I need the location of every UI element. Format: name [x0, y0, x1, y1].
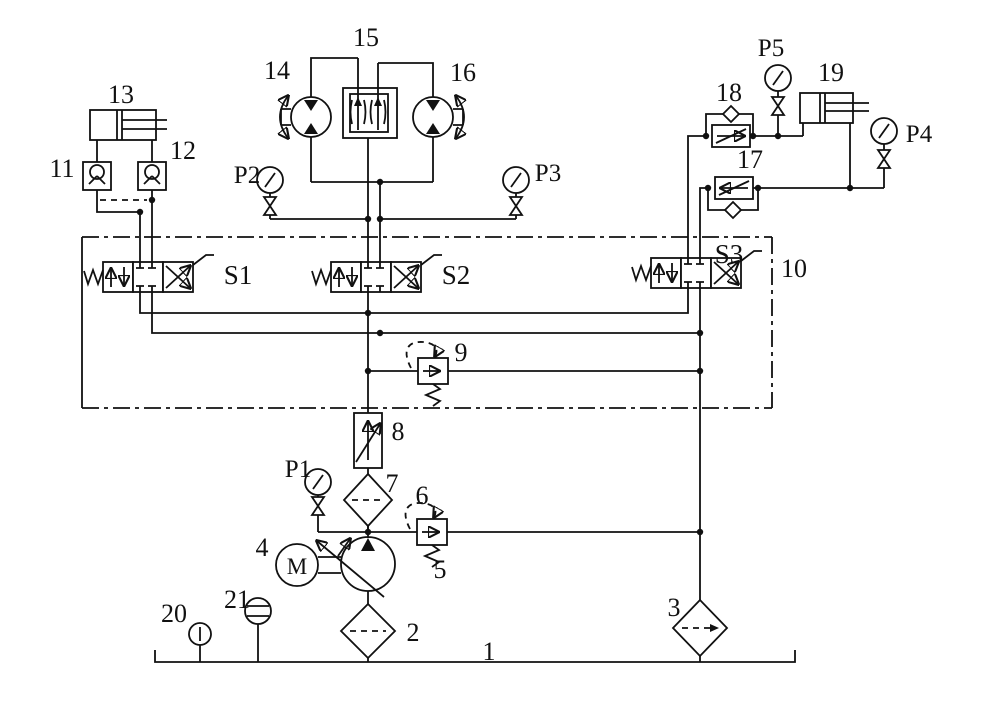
label-comp-21: 21 — [224, 585, 250, 614]
electric-motor-4 — [275, 543, 319, 587]
manifold-box-10 — [81, 236, 773, 409]
label-gauge-p4: P4 — [906, 121, 933, 148]
label-comp-14: 14 — [264, 56, 290, 85]
s3-work-lines — [687, 132, 712, 258]
label-comp-3: 3 — [668, 593, 681, 622]
label-comp-7: 7 — [386, 469, 399, 498]
flow-control-valve-8 — [353, 412, 383, 469]
label-comp-15: 15 — [353, 23, 379, 52]
label-gauge-p5: P5 — [758, 35, 784, 62]
pressure-filter-7 — [342, 468, 394, 532]
label-comp-9: 9 — [455, 338, 468, 367]
label-comp-20: 20 — [161, 599, 187, 628]
label-motor-m: M — [287, 554, 307, 579]
label-comp-2: 2 — [407, 618, 420, 647]
gauge-p4 — [870, 117, 898, 188]
variable-pump-5 — [317, 537, 396, 604]
label-comp-12: 12 — [170, 136, 196, 165]
label-comp-6: 6 — [416, 481, 429, 510]
label-gauge-p2: P2 — [234, 162, 260, 189]
hydraulic-motor-14 — [280, 57, 358, 138]
level-gauge-21 — [244, 597, 272, 662]
return-filter-3 — [671, 598, 729, 662]
label-gauge-p1: P1 — [285, 456, 311, 483]
label-comp-13: 13 — [108, 80, 134, 109]
label-valve-s2: S2 — [442, 260, 471, 290]
label-gauge-p3: P3 — [535, 160, 561, 187]
label-comp-8: 8 — [392, 417, 405, 446]
gauge-p1 — [304, 468, 332, 532]
label-comp-4: 4 — [256, 533, 269, 562]
label-comp-11: 11 — [49, 154, 74, 183]
label-comp-19: 19 — [818, 58, 844, 87]
label-valve-s1: S1 — [224, 260, 253, 290]
label-valve-s3: S3 — [715, 239, 744, 269]
motor-pump-shaft — [318, 556, 341, 574]
directional-valve-s2 — [312, 255, 442, 292]
label-comp-10: 10 — [781, 254, 807, 283]
flow-divider-15 — [342, 58, 398, 139]
suction-filter-2 — [339, 602, 397, 662]
s2-work-lines — [310, 132, 434, 262]
relief-valve-9 — [368, 341, 700, 407]
label-comp-16: 16 — [450, 58, 476, 87]
check-valve-11 — [82, 161, 112, 191]
check-valve-12 — [137, 161, 167, 191]
oil-tank-line — [154, 650, 796, 663]
gauge-p5 — [764, 64, 792, 140]
flow-valve-17 — [707, 176, 884, 220]
cylinder-19 — [799, 92, 869, 188]
label-comp-18: 18 — [716, 78, 742, 107]
flow-valve-18 — [705, 104, 803, 148]
label-comp-17: 17 — [737, 145, 763, 174]
s1-work-lines — [96, 140, 156, 262]
label-comp-1: 1 — [483, 637, 496, 666]
gauge-p3 — [380, 166, 530, 220]
thermometer-20 — [188, 622, 212, 662]
relief-valve-6 — [404, 502, 704, 568]
hydraulic-motor-16 — [378, 62, 464, 138]
cylinder-13 — [89, 109, 167, 141]
manifold-bus-lines — [139, 288, 704, 413]
directional-valve-s1 — [84, 255, 214, 292]
label-comp-5: 5 — [434, 555, 447, 584]
gauge-p2 — [256, 166, 368, 220]
